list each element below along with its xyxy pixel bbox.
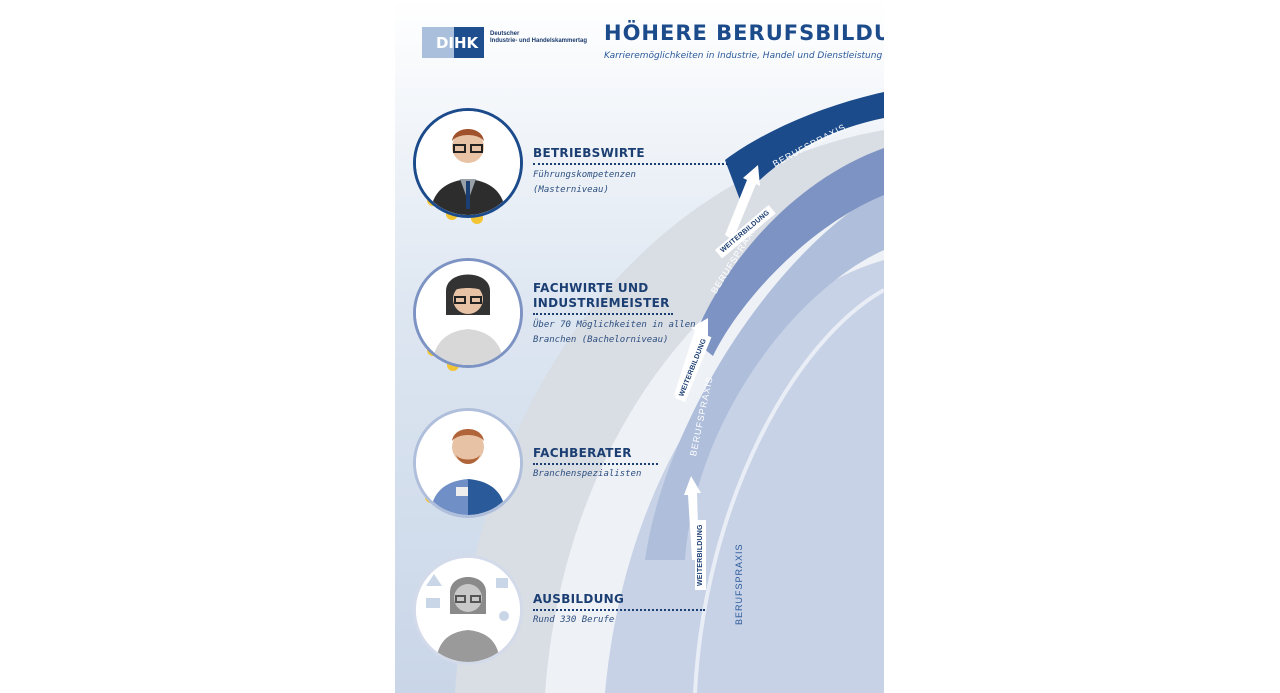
- level-2-desc-line1: Über 70 Möglichkeiten in allen: [533, 320, 696, 330]
- level-4-connector: [533, 609, 705, 611]
- band-fachberater: [645, 190, 884, 560]
- level-3-title-line1: FACHBERATER: [533, 446, 632, 460]
- level-2-desc-line2: Branchen (Bachelorniveau): [533, 335, 669, 345]
- page-subtitle: Karrieremöglichkeiten in Industrie, Hand…: [604, 51, 883, 61]
- band-betriebswirte: [725, 92, 884, 200]
- logo-org-name: Deutscher Industrie- und Handelskammerta…: [490, 31, 587, 45]
- level-1-desc: Führungskompetenzen (Masterniveau): [533, 168, 636, 198]
- logo-org-line1: Deutscher: [490, 31, 520, 37]
- berufspraxis-label-4: BERUFSPRAXIS: [734, 543, 744, 625]
- person-icon: [416, 111, 520, 215]
- level-4-desc-line1: Rund 330 Berufe: [533, 615, 615, 625]
- weiterbildung-label-1: WEITERBILDUNG: [695, 520, 706, 590]
- band-fachwirte: [693, 148, 884, 356]
- level-3-desc-line1: Branchenspezialisten: [533, 469, 642, 479]
- dihk-logo: DI HK: [422, 27, 484, 58]
- level-3-connector: [533, 463, 658, 465]
- avatar-fachberater: [413, 408, 523, 518]
- level-2-title: FACHWIRTE UND INDUSTRIEMEISTER: [533, 281, 670, 311]
- level-2-title-line2: INDUSTRIEMEISTER: [533, 296, 670, 310]
- poster: DI HK Deutscher Industrie- und Handelska…: [395, 0, 884, 693]
- person-icon: [416, 261, 520, 365]
- logo-org-line2: Industrie- und Handelskammertag: [490, 38, 588, 44]
- level-3-desc: Branchenspezialisten: [533, 467, 641, 482]
- avatar-fachwirte: [413, 258, 523, 368]
- level-4-title-line1: AUSBILDUNG: [533, 592, 625, 606]
- avatar-ausbildung: [413, 555, 523, 665]
- level-1-title: BETRIEBSWIRTE: [533, 146, 645, 161]
- arrow-3: [725, 165, 760, 240]
- logo-right: HK: [454, 27, 484, 58]
- level-4-desc: Rund 330 Berufe: [533, 613, 614, 628]
- person-icon: [416, 411, 520, 515]
- level-1-connector: [533, 163, 728, 165]
- level-2-desc: Über 70 Möglichkeiten in allen Branchen …: [533, 318, 696, 348]
- level-4-title: AUSBILDUNG: [533, 592, 624, 607]
- person-icon: [416, 558, 520, 662]
- level-3-title: FACHBERATER: [533, 446, 632, 461]
- level-2-title-line1: FACHWIRTE UND: [533, 281, 649, 295]
- level-2-connector: [533, 313, 673, 315]
- avatar-betriebswirte: [413, 108, 523, 218]
- level-1-desc-line1: Führungskompetenzen: [533, 170, 636, 180]
- page-title: HÖHERE BERUFSBILDUNG: [604, 21, 884, 45]
- level-1-desc-line2: (Masterniveau): [533, 185, 609, 195]
- logo-left: DI: [422, 27, 454, 58]
- level-1-title-line1: BETRIEBSWIRTE: [533, 146, 645, 160]
